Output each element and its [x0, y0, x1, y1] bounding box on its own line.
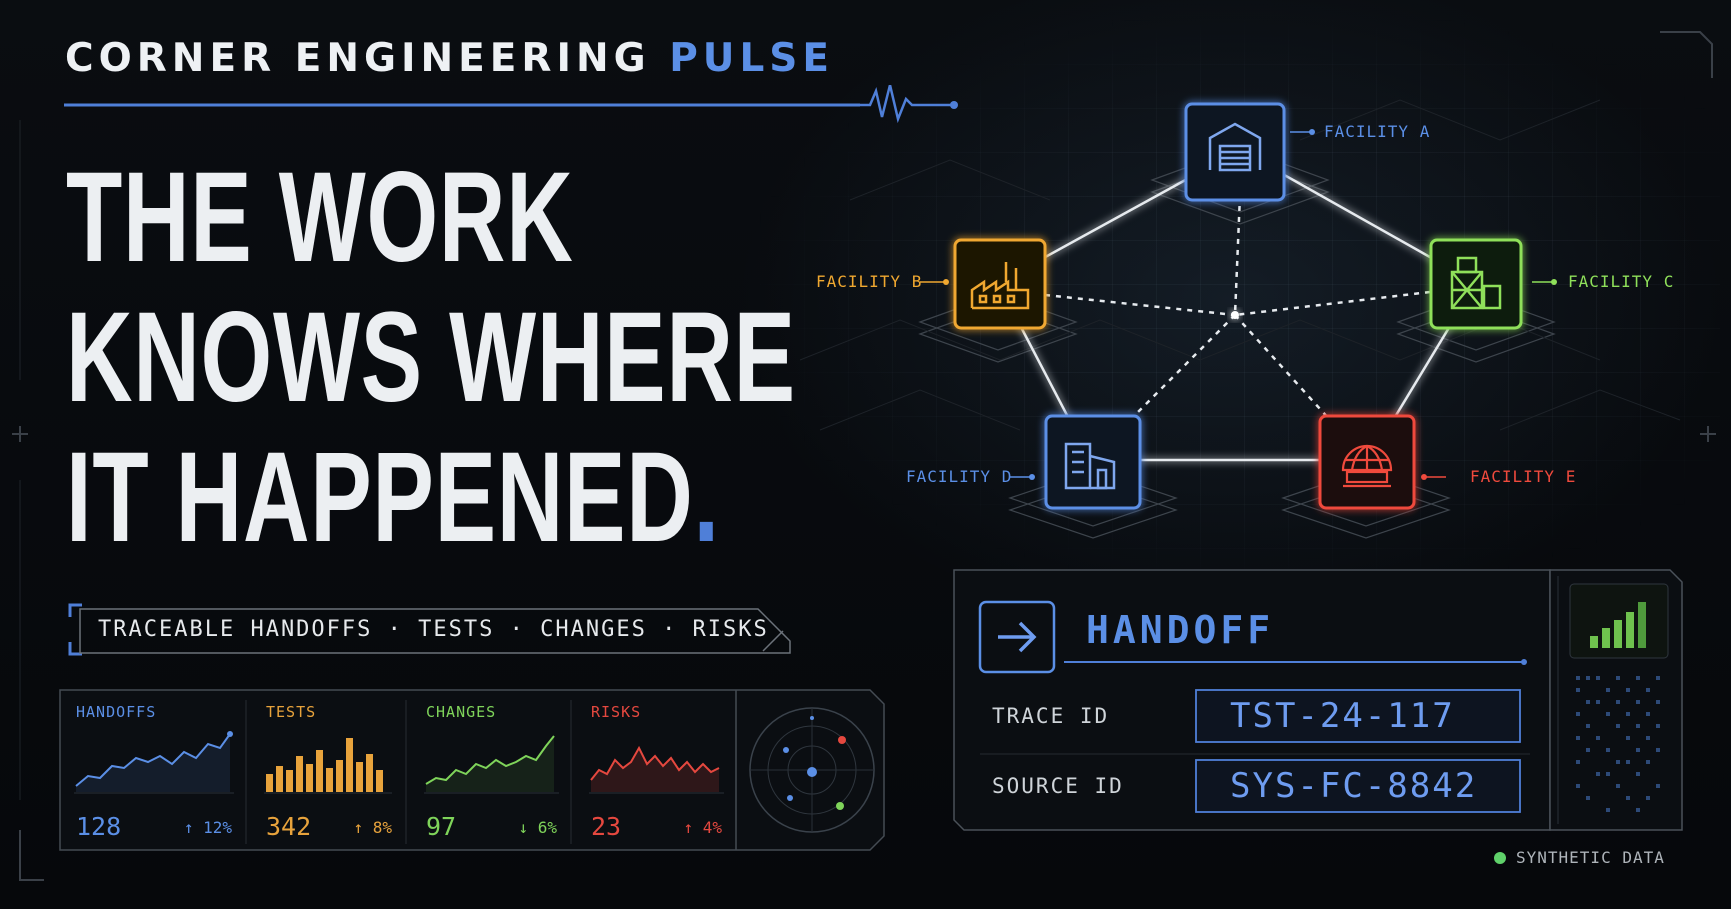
facility-b-label: FACILITY B — [816, 272, 923, 291]
headline-line-3-text: IT HAPPENED — [66, 426, 694, 569]
headline: THE WORK KNOWS WHERE IT HAPPENED. — [66, 148, 796, 568]
facility-c-node — [1429, 238, 1523, 330]
metrics-panel: HANDOFFS 128 ↑ 12% TESTS — [56, 686, 888, 854]
trace-id-value: TST-24-117 — [1230, 696, 1455, 736]
dome-observatory-icon — [1341, 444, 1393, 488]
tagline-frame — [68, 603, 791, 656]
metric-delta: ↑ 4% — [683, 818, 722, 837]
metric-changes: CHANGES 97 ↓ 6% — [406, 686, 571, 854]
brand-title: CORNER ENGINEERING PULSE — [65, 36, 834, 81]
facility-d-node — [1044, 414, 1142, 510]
factory-icon — [970, 262, 1030, 310]
facility-d-label: FACILITY D — [906, 467, 1013, 486]
headline-period: . — [693, 426, 720, 569]
tagline-text: TRACEABLE HANDOFFS · TESTS · CHANGES · R… — [98, 617, 769, 642]
brand-prefix: CORNER ENGINEERING — [65, 36, 651, 81]
facility-e-label: FACILITY E — [1470, 467, 1577, 486]
metric-label: RISKS — [591, 703, 642, 721]
arrow-box — [978, 600, 1056, 674]
construction-scaffold-icon — [1450, 256, 1502, 310]
metric-value: 23 — [591, 812, 622, 841]
trace-id-label: TRACE ID — [992, 704, 1110, 728]
handoff-card: HANDOFF TRACE ID TST-24-117 SOURCE ID SY… — [950, 566, 1686, 834]
data-matrix-icon — [1576, 676, 1660, 812]
metric-handoffs: HANDOFFS 128 ↑ 12% — [56, 686, 246, 854]
warehouse-icon — [1208, 122, 1262, 172]
facility-a-label: FACILITY A — [1324, 122, 1431, 141]
handoff-frame — [953, 569, 1683, 831]
metric-delta: ↓ 6% — [518, 818, 557, 837]
metric-delta: ↑ 8% — [353, 818, 392, 837]
source-id-label: SOURCE ID — [992, 774, 1124, 798]
metric-tests: TESTS 342 ↑ 8% — [246, 686, 406, 854]
sparkline-risks — [589, 745, 724, 794]
facility-e-node — [1318, 414, 1416, 510]
headline-line-2: KNOWS WHERE — [66, 286, 796, 429]
facility-b-node — [953, 238, 1047, 330]
arrow-right-icon — [998, 621, 1037, 653]
synthetic-data-note: SYNTHETIC DATA — [1494, 848, 1665, 867]
tagline-box: TRACEABLE HANDOFFS · TESTS · CHANGES · R… — [68, 603, 795, 656]
source-id-value: SYS-FC-8842 — [1230, 766, 1478, 806]
synthetic-data-text: SYNTHETIC DATA — [1516, 848, 1665, 867]
facility-a-node — [1184, 102, 1286, 202]
office-building-icon — [1064, 442, 1116, 490]
headline-line-1: THE WORK — [66, 146, 574, 289]
handoff-title: HANDOFF — [1086, 608, 1275, 652]
headline-line-3: IT HAPPENED. — [66, 428, 796, 568]
metric-label: CHANGES — [426, 703, 497, 721]
metric-value: 342 — [266, 812, 312, 841]
metric-label: TESTS — [266, 703, 317, 721]
signal-bars-icon — [1590, 602, 1646, 648]
brand-accent: PULSE — [669, 36, 835, 81]
metric-delta: ↑ 12% — [183, 818, 232, 837]
metric-label: HANDOFFS — [76, 703, 157, 721]
metric-risks: RISKS 23 ↑ 4% — [571, 686, 736, 854]
metric-value: 97 — [426, 812, 457, 841]
pulse-line-icon — [64, 85, 958, 124]
radar-icon — [749, 707, 875, 833]
facility-c-label: FACILITY C — [1568, 272, 1675, 291]
metric-value: 128 — [76, 812, 122, 841]
status-dot-icon — [1494, 852, 1506, 864]
metrics-frame — [59, 689, 885, 851]
sparkline-changes — [424, 735, 559, 794]
sparkline-handoffs — [74, 731, 234, 794]
sparkline-tests — [264, 738, 392, 794]
